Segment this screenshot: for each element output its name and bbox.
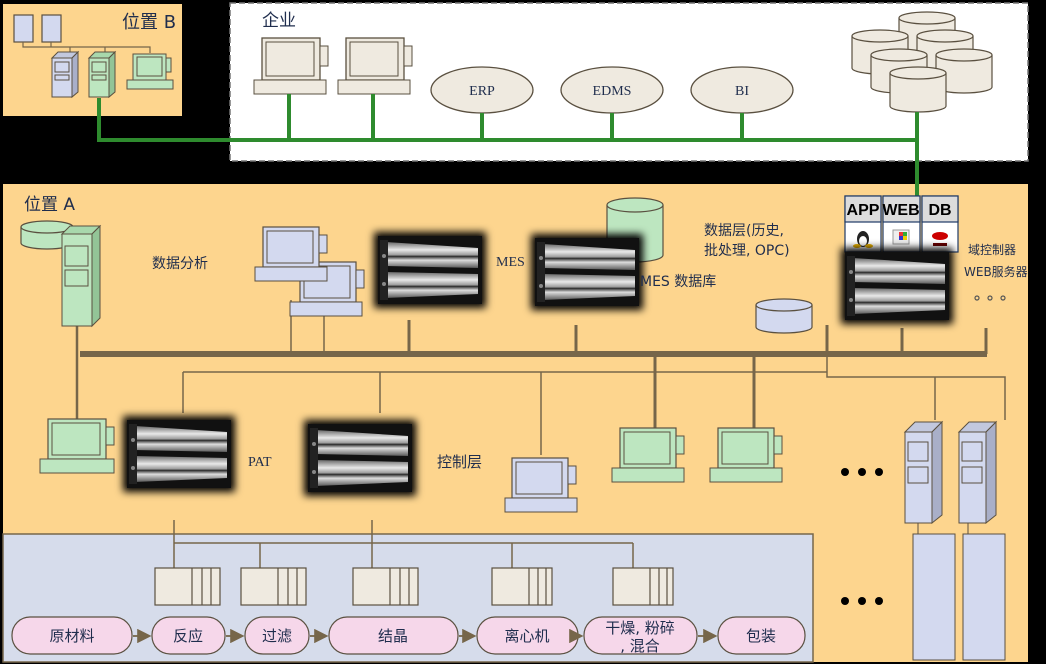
server-tags: APP WEB DB — [844, 195, 959, 253]
svg-text:ERP: ERP — [469, 84, 495, 99]
control-server-rack-icon — [304, 420, 416, 496]
server-tower-icon — [903, 420, 956, 661]
domain-controller-label: 域控制器 — [968, 243, 1016, 257]
workstation-icon — [504, 457, 578, 513]
svg-text:APP: APP — [847, 202, 880, 219]
system-node-erp: ERP — [430, 66, 534, 114]
workstation-icon — [253, 37, 329, 95]
svg-text:反应: 反应 — [173, 627, 203, 645]
enterprise-network-bus — [97, 94, 919, 200]
process-step: 反应 — [151, 616, 226, 655]
pat-server-rack-icon — [123, 416, 235, 492]
zone-location-b: 位置 B — [3, 4, 182, 116]
svg-text:离心机: 离心机 — [504, 627, 549, 645]
svg-text:干燥, 粉碎: 干燥, 粉碎 — [605, 619, 675, 637]
server-tower-icon — [957, 420, 1006, 661]
svg-text:, 混合: , 混合 — [620, 637, 660, 655]
app-server-rack-icon — [841, 248, 953, 324]
process-step: 干燥, 粉碎 , 混合 — [583, 616, 698, 655]
controller-icon — [352, 567, 419, 606]
workstation-icon — [126, 53, 174, 90]
windows-icon — [892, 229, 910, 245]
tag-db: DB — [921, 195, 959, 253]
web-server-label: WEB服务器 — [964, 264, 1028, 279]
controller-icon — [491, 567, 553, 606]
svg-text:包装: 包装 — [746, 627, 776, 645]
location-a-label: 位置 A — [24, 195, 75, 215]
database-icon — [20, 220, 74, 250]
location-b-label: 位置 B — [122, 12, 176, 33]
process-step: 结晶 — [328, 616, 459, 655]
data-analysis-label: 数据分析 — [152, 256, 208, 272]
database-cluster-icon — [851, 11, 993, 113]
process-area: 原材料 反应 过滤 结晶 离心机 干燥, 粉碎 , 混合 包装 — [2, 520, 814, 663]
ellipsis-small-icon — [974, 295, 1006, 301]
controller-icon — [154, 567, 221, 606]
enterprise-label: 企业 — [262, 11, 296, 31]
process-step: 原材料 — [11, 616, 133, 655]
svg-text:WEB: WEB — [882, 202, 919, 219]
ellipsis-icon — [841, 468, 883, 476]
mes-db-label: MES 数据库 — [640, 274, 716, 290]
process-step: 过滤 — [244, 616, 310, 655]
svg-text:EDMS: EDMS — [593, 84, 632, 99]
workstation-icon — [337, 37, 413, 95]
svg-text:过滤: 过滤 — [262, 627, 292, 645]
tag-web: WEB — [882, 195, 921, 253]
controller-icon — [240, 567, 307, 606]
process-step: 离心机 — [476, 616, 579, 655]
control-layer-label: 控制层 — [437, 453, 482, 471]
data-layer-label-line1: 数据层(历史, — [704, 223, 784, 239]
svg-text:DB: DB — [928, 202, 951, 219]
system-node-edms: EDMS — [560, 66, 664, 114]
controller-icon — [612, 567, 674, 606]
server-tower-icon — [87, 50, 117, 99]
system-node-bi: BI — [690, 66, 794, 114]
server-tower-icon — [60, 224, 102, 328]
workstation-icon — [709, 427, 783, 483]
database-icon — [755, 298, 813, 334]
svg-text:BI: BI — [735, 84, 749, 99]
ellipsis-icon — [841, 597, 883, 605]
zone-enterprise: 企业 ERP EDMS BI — [229, 2, 1029, 162]
workstation-icon — [254, 226, 328, 282]
data-layer-label-line2: 批处理, OPC) — [704, 243, 790, 259]
svg-text:原材料: 原材料 — [49, 627, 94, 645]
svg-text:结晶: 结晶 — [378, 627, 408, 645]
mes-server-rack-icon — [374, 232, 486, 308]
terminal-icon — [41, 14, 62, 43]
workstation-icon — [611, 427, 685, 483]
server-tower-icon — [50, 50, 80, 99]
redhat-icon — [932, 232, 948, 246]
workstation-icon — [39, 418, 115, 474]
process-step: 包装 — [717, 616, 806, 655]
linux-penguin-icon — [853, 231, 873, 248]
mes-db-server-rack-icon — [531, 234, 643, 310]
terminal-icon — [13, 14, 34, 43]
mes-label: MES — [496, 255, 525, 270]
pat-label: PAT — [248, 455, 272, 470]
tag-app: APP — [844, 195, 882, 253]
